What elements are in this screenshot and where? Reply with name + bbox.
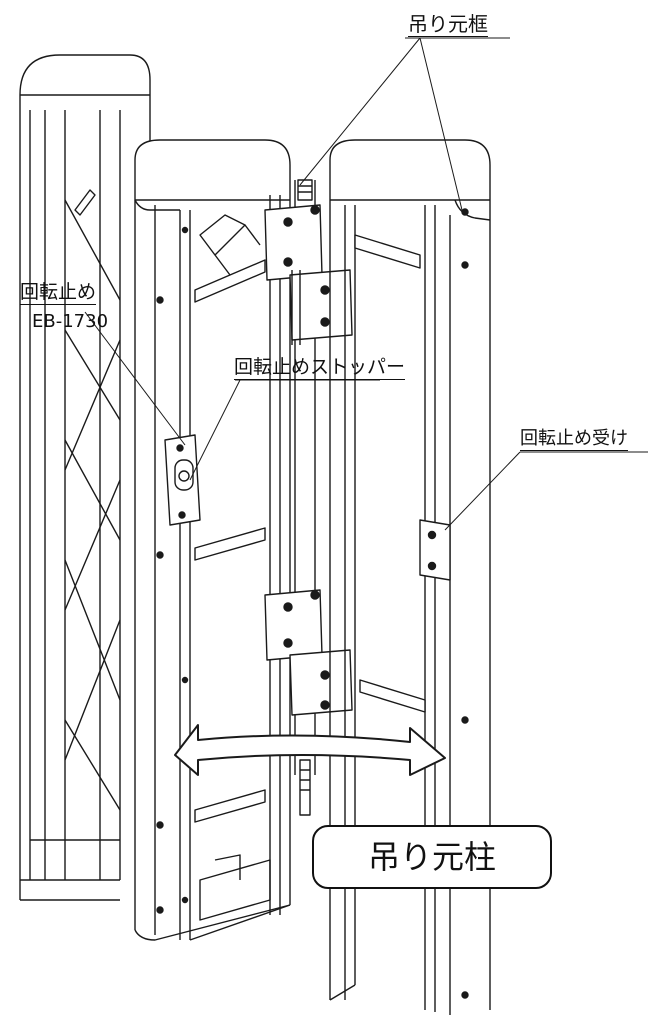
hinge-shaft bbox=[264, 179, 353, 816]
hanging-post-callout: 吊り元柱 bbox=[312, 825, 552, 889]
leader-lines bbox=[84, 37, 648, 531]
rotation-stop-label: 回転止め bbox=[20, 281, 97, 305]
lower-hinge bbox=[264, 589, 353, 716]
back-frame-panel bbox=[19, 54, 151, 901]
upper-hinge bbox=[264, 204, 353, 345]
rotation-stop-stopper-label: 回転止めストッパー bbox=[234, 356, 406, 380]
rotation-stop-code: EB-1730 bbox=[32, 311, 109, 332]
rotation-stop-bracket bbox=[164, 434, 201, 526]
rotation-stop-receiver-plate bbox=[419, 519, 451, 581]
middle-door-frame bbox=[134, 139, 291, 941]
rotation-arrow bbox=[174, 724, 446, 776]
hanging-frame-label: 吊り元框 bbox=[408, 12, 488, 37]
rotation-stop-receiver-label: 回転止め受け bbox=[520, 428, 628, 451]
